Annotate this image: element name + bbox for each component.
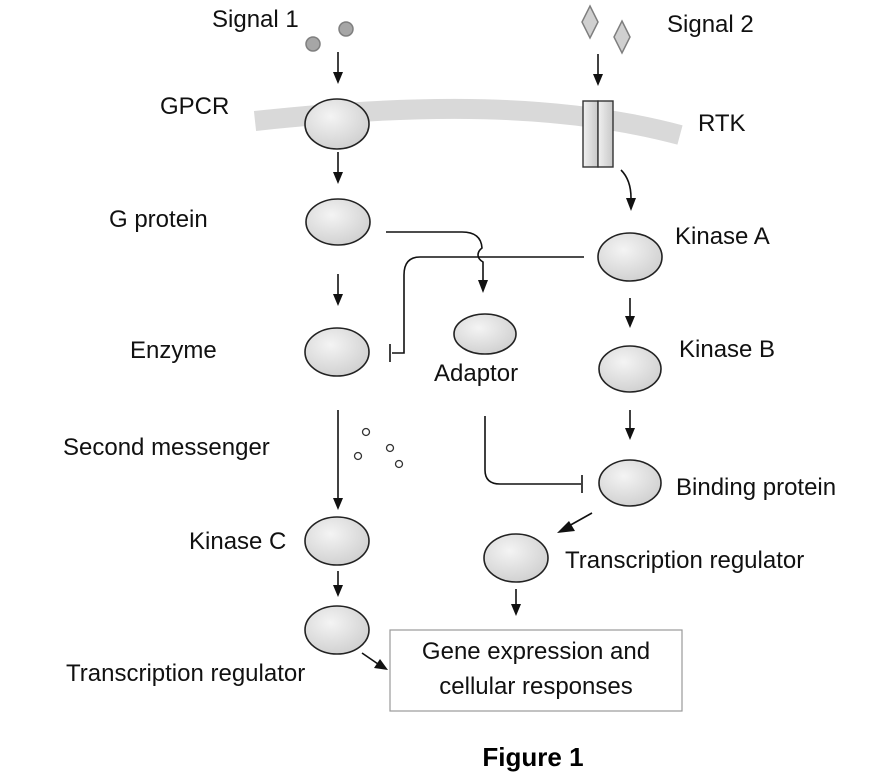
adaptor-oval (453, 313, 517, 355)
figure-caption: Figure 1 (482, 742, 583, 772)
arrow-g-protein-to-adaptor (386, 231, 488, 293)
g-protein-label: G protein (109, 206, 208, 233)
enzyme-label: Enzyme (130, 337, 217, 364)
signal2-molecules (581, 4, 631, 55)
gene-expression-line2: cellular responses (439, 673, 632, 700)
signal1-molecules (305, 21, 354, 52)
kinase-a-label: Kinase A (675, 223, 770, 250)
transcription-regulator-left-oval (304, 605, 370, 655)
arrow-transcription-regulator-to-gene-expression (361, 652, 388, 670)
arrow-enzyme-to-kinase-c (333, 410, 343, 510)
g-protein-oval (305, 198, 371, 246)
rtk-label: RTK (698, 110, 746, 137)
arrow-gpcr-to-g-protein (333, 152, 343, 184)
arrow-signal2-to-rtk (593, 54, 603, 86)
second-messenger-label: Second messenger (63, 434, 270, 461)
inhibition-adaptor-to-binding-protein (484, 416, 583, 493)
binding-protein-label: Binding protein (676, 474, 836, 501)
gene-expression-box (389, 629, 683, 712)
kinase-a-oval (597, 232, 663, 282)
arrow-kinase-b-to-binding-protein (625, 410, 635, 440)
arrow-binding-protein-to-transcription-regulator (557, 512, 593, 533)
arrow-transcription-regulator-to-gene-expression-right (511, 589, 521, 616)
arrow-rtk-to-kinase-a (620, 169, 636, 211)
inhibition-kinase-a-to-enzyme (389, 256, 584, 362)
transcription-regulator-right-label: Transcription regulator (565, 547, 804, 574)
kinase-b-label: Kinase B (679, 336, 775, 363)
gpcr-oval (304, 98, 370, 150)
arrow-signal1-to-gpcr (333, 52, 343, 84)
kinase-c-oval (304, 516, 370, 566)
gpcr-label: GPCR (160, 93, 229, 120)
rtk-receptor (582, 100, 614, 168)
arrow-kinase-c-to-transcription-regulator (333, 571, 343, 597)
kinase-c-label: Kinase C (189, 528, 286, 555)
signal2-label: Signal 2 (667, 11, 754, 38)
kinase-b-oval (598, 345, 662, 393)
arrow-kinase-a-to-kinase-b (625, 298, 635, 328)
transcription-regulator-right-oval (483, 533, 549, 583)
enzyme-oval (304, 327, 370, 377)
arrow-g-protein-to-enzyme (333, 274, 343, 306)
signal1-label: Signal 1 (212, 6, 299, 33)
gene-expression-line1: Gene expression and (422, 638, 650, 665)
binding-protein-oval (598, 459, 662, 507)
second-messenger-molecules (353, 427, 404, 469)
transcription-regulator-left-label: Transcription regulator (66, 660, 305, 687)
adaptor-label: Adaptor (434, 360, 518, 387)
